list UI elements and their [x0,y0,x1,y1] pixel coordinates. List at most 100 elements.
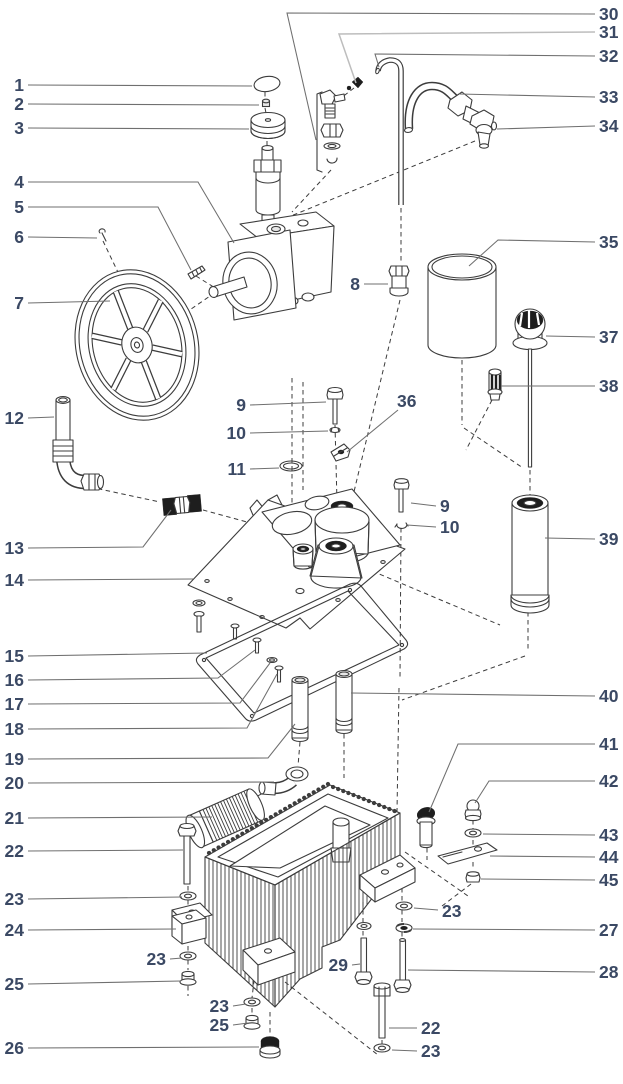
callout-15-10: 15 [5,646,25,666]
callout-33-39: 33 [599,87,619,107]
callout-23-18: 23 [5,889,25,909]
callout-5-4: 5 [14,197,24,217]
right-fastener-chains [354,901,413,1053]
callout-23-22: 23 [210,996,230,1016]
suction-elbow [258,766,309,796]
vent-plug [416,807,436,849]
callout-1-0: 1 [14,75,24,95]
callout-11-28: 11 [228,459,247,479]
cap-and-plug-stack [250,75,286,140]
piston-cylinder [253,145,282,230]
callout-10-31: 10 [440,517,460,537]
screw-and-nut-left [326,386,344,434]
strap-bracket [437,842,498,865]
callout-44-49: 44 [599,847,619,867]
return-filter-tube [510,494,550,614]
pressure-hose [403,81,485,133]
callout-14-9: 14 [5,570,25,590]
callout-45-50: 45 [599,870,619,890]
small-nut [261,98,271,108]
tank-standpipe [330,817,352,863]
callout-37-42: 37 [599,327,618,347]
pump-boss-cone [309,537,363,589]
flange-nut [179,970,197,986]
inlet-fitting-group [316,76,364,173]
callout-numbers: 1234567121314151617181920212223242325232… [5,4,619,1061]
bolt-29 [354,937,373,985]
plate-screws [192,599,284,683]
callout-10-27: 10 [227,423,247,443]
callout-19-14: 19 [5,749,25,769]
callout-4-3: 4 [14,172,24,192]
callout-17-12: 17 [5,694,24,714]
callout-21-16: 21 [5,808,25,828]
callout-12-7: 12 [5,408,25,428]
callout-35-41: 35 [599,232,619,252]
callout-40-45: 40 [599,686,619,706]
ground-strap-chain [437,799,498,883]
fluid-reservoir-can [427,253,497,359]
bolt-28 [393,938,412,993]
callout-39-44: 39 [599,529,619,549]
callout-20-15: 20 [5,773,25,793]
wedge-clamp [330,443,351,462]
callout-25-23: 25 [210,1015,230,1035]
gasket [195,582,409,722]
callout-27-51: 27 [599,920,618,940]
callout-28-52: 28 [599,962,619,982]
callout-23-35: 23 [421,1041,441,1061]
tube-fitting [388,265,410,297]
breather-valve [487,368,503,401]
callout-16-11: 16 [5,670,25,690]
callout-13-8: 13 [5,538,25,558]
pump-block [208,211,335,321]
leader-lines [27,12,596,1052]
o-ring [279,460,303,472]
pipe-nipple [162,494,202,516]
elbow-fitting [469,109,498,149]
callout-22-17: 22 [5,841,25,861]
callout-31-37: 31 [599,22,619,42]
callout-32-38: 32 [599,46,619,66]
callout-8-25: 8 [350,274,360,294]
manifold-plate-assembly [187,488,406,683]
dipstick-cap [512,308,548,468]
flywheel-spokes [91,290,183,400]
callout-9-26: 9 [236,395,246,415]
flywheel [74,269,200,421]
callout-34-40: 34 [599,116,619,136]
bent-return-tube [375,57,404,205]
lock-washer [395,922,413,934]
spacer-block [171,909,207,945]
callout-24-19: 24 [5,920,25,940]
callout-29-33: 29 [329,955,349,975]
callout-38-43: 38 [599,376,619,396]
finned-reservoir [171,781,416,1008]
callout-3-2: 3 [14,118,24,138]
screw-and-clip-right [393,478,410,529]
flange-nut-2 [243,1014,261,1030]
callout-9-30: 9 [440,496,450,516]
shaft-key-pin [187,265,206,280]
callout-36-29: 36 [397,391,417,411]
callout-2-1: 2 [14,94,24,114]
tank-ear-right [359,854,416,903]
riser-tube-right [335,669,353,735]
pump-boss-small [292,543,314,570]
callout-18-13: 18 [5,719,25,739]
left-bolt-chain [171,822,281,1059]
callout-26-24: 26 [5,1038,25,1058]
callout-42-47: 42 [599,771,619,791]
callout-30-36: 30 [599,4,619,24]
callout-6-5: 6 [14,227,24,247]
callout-23-20: 23 [147,949,167,969]
callout-7-6: 7 [14,293,24,313]
drain-plug [259,1036,281,1059]
assembly-dashed-lines [89,87,531,1056]
bolt-22-lower [373,982,391,1039]
callout-23-32: 23 [442,901,462,921]
grooved-cap [250,111,286,140]
callout-41-46: 41 [599,734,619,754]
tank-foot-front [242,937,296,986]
